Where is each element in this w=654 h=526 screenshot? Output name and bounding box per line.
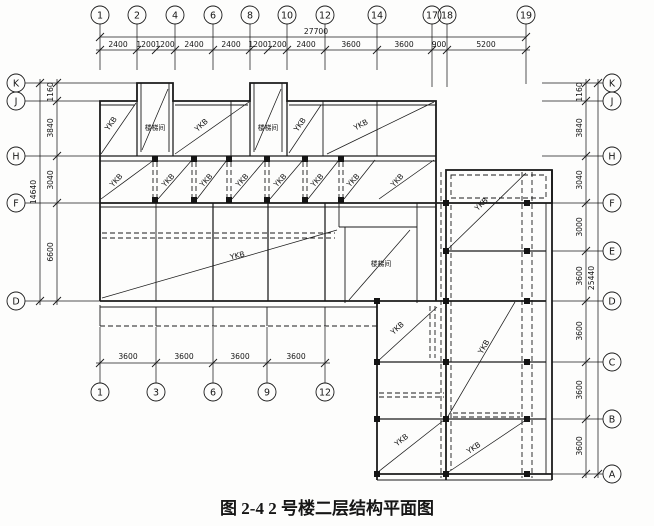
- ykb-label: YKB: [107, 172, 124, 190]
- axis-label: 1: [97, 11, 103, 22]
- column-marks: [152, 156, 530, 477]
- axis-label: 6: [210, 11, 216, 22]
- axis-label: 2: [134, 11, 140, 22]
- ykb-label: YKB: [197, 172, 214, 190]
- axis-label: H: [12, 152, 19, 163]
- dim-text: 2400: [296, 40, 315, 49]
- axis-bubbles-left: K J H F D: [6, 73, 26, 311]
- axis-label: 18: [441, 11, 453, 22]
- dim-text: 1200: [155, 40, 174, 49]
- dim-text: 900: [432, 40, 447, 49]
- ykb-label: YKB: [291, 116, 307, 134]
- axis-label: 19: [520, 11, 532, 22]
- axis-label: 3: [153, 388, 159, 399]
- axis-bubbles-top: 1 2 4 6 8 10 12 14 17 18 19: [90, 5, 536, 25]
- axis-label: 1: [97, 388, 103, 399]
- axis-label: 17: [426, 11, 438, 22]
- dim-text: 3600: [394, 40, 413, 49]
- ykb-label: YKB: [233, 172, 250, 190]
- axis-label: A: [609, 470, 616, 481]
- dim-text: 3600: [575, 380, 584, 399]
- figure-caption: 图 2-4 2 号楼二层结构平面图: [220, 498, 434, 518]
- stairwell-label: 楼梯间: [371, 259, 392, 268]
- dim-text: 3040: [46, 170, 55, 189]
- axis-label: D: [608, 297, 615, 308]
- dim-text: 3600: [230, 352, 249, 361]
- ykb-label: YKB: [392, 432, 410, 449]
- dim-total-left: 14640: [29, 180, 38, 204]
- ykb-label: YKB: [228, 249, 246, 262]
- axis-label: 8: [247, 11, 253, 22]
- axis-label: J: [14, 97, 18, 108]
- axis-label: E: [609, 247, 615, 258]
- ykb-label: YKB: [388, 320, 406, 337]
- dim-text: 1160: [46, 82, 55, 101]
- axis-label: 4: [172, 11, 178, 22]
- axis-label: B: [609, 415, 616, 426]
- dim-text: 3600: [174, 352, 193, 361]
- ykb-label: YKB: [388, 172, 405, 190]
- dim-text: 2400: [108, 40, 127, 49]
- axis-label: 6: [210, 388, 216, 399]
- dimension-texts: 2400 1200 1200 2400 2400 1200 1200 2400 …: [29, 27, 596, 456]
- dim-text: 1200: [248, 40, 267, 49]
- hidden-lines: [100, 162, 547, 478]
- ykb-label: YKB: [159, 172, 176, 190]
- ykb-label: YKB: [476, 338, 492, 356]
- dim-text: 3000: [575, 217, 584, 236]
- axis-label: D: [12, 297, 19, 308]
- dim-text: 3600: [575, 321, 584, 340]
- ykb-label: YKB: [351, 117, 369, 132]
- ykb-label: YKB: [464, 440, 482, 456]
- dim-text: 3600: [575, 436, 584, 455]
- axis-label: F: [609, 199, 614, 210]
- dim-text: 1200: [267, 40, 286, 49]
- ykb-label: YKB: [344, 172, 361, 190]
- ykb-label: YKB: [102, 115, 118, 133]
- axis-label: J: [610, 97, 614, 108]
- dim-text: 1200: [136, 40, 155, 49]
- dim-text: 3600: [118, 352, 137, 361]
- dim-text: 3840: [575, 118, 584, 137]
- dim-text: 3600: [286, 352, 305, 361]
- axis-label: 14: [371, 11, 383, 22]
- ykb-label: YKB: [271, 172, 288, 190]
- dim-text: 2400: [221, 40, 240, 49]
- dim-text: 3600: [575, 266, 584, 285]
- slab-span-lines: [100, 88, 527, 474]
- axis-label: 12: [319, 11, 331, 22]
- axis-label: 12: [319, 388, 331, 399]
- axis-label: 10: [281, 11, 293, 22]
- dim-text: 5200: [476, 40, 495, 49]
- dimension-lines: [25, 24, 603, 479]
- dim-text: 2400: [184, 40, 203, 49]
- axis-label: F: [13, 199, 18, 210]
- dim-text: 6600: [46, 242, 55, 261]
- axis-label: H: [608, 152, 615, 163]
- dim-text: 3040: [575, 170, 584, 189]
- dim-total-right: 25440: [587, 266, 596, 290]
- axis-bubbles-bottom: 1 3 6 9 12: [90, 382, 335, 402]
- dim-text: 3840: [46, 118, 55, 137]
- wall-lines: [99, 82, 553, 481]
- dim-text: 1160: [575, 82, 584, 101]
- dim-text: 3600: [341, 40, 360, 49]
- ykb-label: YKB: [308, 172, 325, 190]
- axis-label: K: [609, 79, 616, 90]
- panel-labels: YKB YKB YKB YKB YKB YKB YKB YKB YKB YKB …: [102, 115, 491, 456]
- stairwell-label: 楼梯间: [145, 123, 166, 132]
- axis-label: K: [13, 79, 20, 90]
- axis-label: 9: [264, 388, 270, 399]
- dim-total-top: 27700: [304, 27, 328, 36]
- axis-bubbles-right: K J H F E D C B A: [602, 73, 622, 484]
- stairwell-label: 楼梯间: [258, 123, 279, 132]
- axis-label: C: [609, 358, 616, 369]
